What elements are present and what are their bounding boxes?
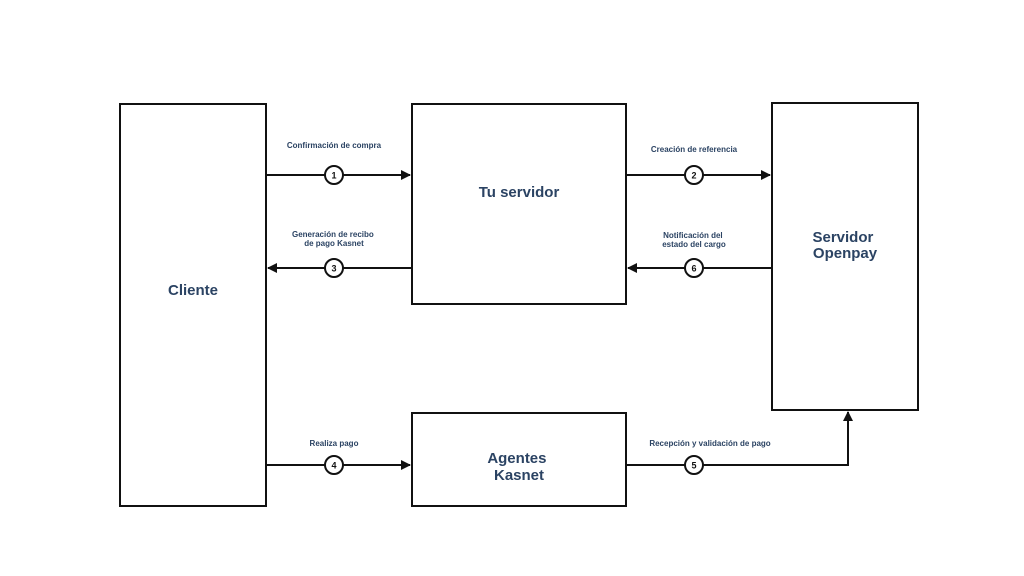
edge-4-step-marker (324, 455, 344, 475)
edge-6-step-marker (684, 258, 704, 278)
node-tu-servidor: Tu servidor (411, 103, 627, 305)
edge-3-label-line-2: de pago Kasnet (304, 239, 364, 248)
edge-1-step-number: 1 (331, 171, 336, 181)
node-servidor-openpay: Servidor Openpay (771, 102, 919, 411)
edge-2-step-marker (684, 165, 704, 185)
node-agentes-kasnet-label-line-1: Agentes (487, 450, 546, 467)
node-agentes-kasnet: Agentes Kasnet (411, 412, 627, 507)
edge-3-step-number: 3 (331, 264, 336, 274)
edge-2: Creación de referencia 2 (626, 145, 771, 185)
node-cliente-label-line-1: Cliente (168, 282, 218, 299)
edge-3: Generación de recibo de pago Kasnet 3 (267, 230, 412, 278)
edge-1: Confirmación de compra 1 (266, 141, 411, 185)
edge-3-label: Generación de recibo de pago Kasnet (292, 230, 376, 248)
node-servidor-openpay-label-line-2: Openpay (813, 245, 878, 262)
node-tu-servidor-label: Tu servidor (479, 184, 560, 201)
edge-1-step-marker (324, 165, 344, 185)
node-tu-servidor-label-line-1: Tu servidor (479, 184, 560, 201)
edge-4-label-line-1: Realiza pago (310, 439, 359, 448)
edge-1-label: Confirmación de compra (287, 141, 382, 150)
edge-6-label: Notificación del estado del cargo (662, 231, 726, 249)
edge-5: Recepción y validación de pago 5 (626, 411, 853, 475)
node-agentes-kasnet-label-line-2: Kasnet (494, 467, 544, 484)
edge-6-label-line-1: Notificación del (663, 231, 723, 240)
node-servidor-openpay-label: Servidor Openpay (812, 229, 877, 262)
node-cliente: Cliente (119, 103, 267, 507)
edge-4-step-number: 4 (331, 461, 336, 471)
edge-5-label: Recepción y validación de pago (649, 439, 770, 448)
edge-3-label-line-1: Generación de recibo (292, 230, 374, 239)
edge-5-label-line-1: Recepción y validación de pago (649, 439, 770, 448)
edge-2-step-number: 2 (691, 171, 696, 181)
edge-2-label: Creación de referencia (651, 145, 738, 154)
edge-6-label-line-2: estado del cargo (662, 240, 726, 249)
edge-1-label-line-1: Confirmación de compra (287, 141, 382, 150)
node-cliente-label: Cliente (168, 282, 218, 299)
node-agentes-kasnet-label: Agentes Kasnet (487, 450, 550, 484)
node-servidor-openpay-label-line-1: Servidor (812, 229, 873, 246)
edge-6: Notificación del estado del cargo 6 (627, 231, 772, 278)
edge-5-step-marker (684, 455, 704, 475)
edge-2-label-line-1: Creación de referencia (651, 145, 738, 154)
edge-5-step-number: 5 (691, 461, 696, 471)
edge-4-label: Realiza pago (310, 439, 359, 448)
edge-6-step-number: 6 (691, 264, 696, 274)
edge-3-step-marker (324, 258, 344, 278)
edge-4: Realiza pago 4 (266, 439, 411, 475)
